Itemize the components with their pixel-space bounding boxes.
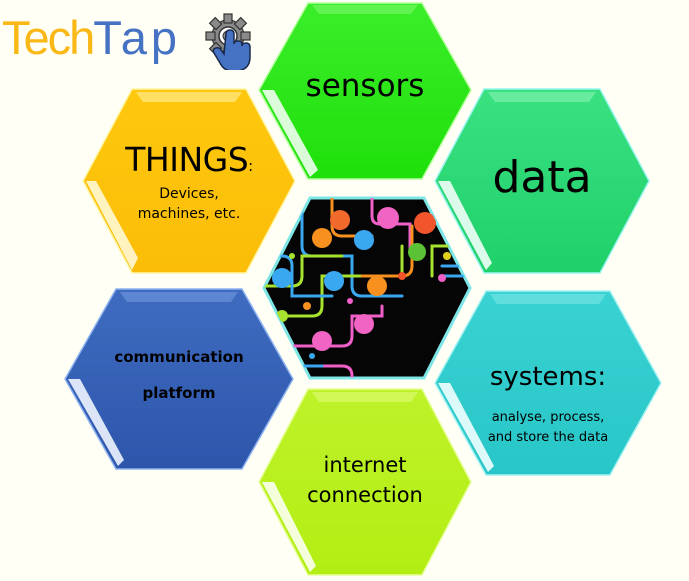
hexagon-center-image bbox=[262, 196, 472, 380]
hexagon-communication: communication platform bbox=[64, 288, 294, 470]
systems-subtitle-2: and store the data bbox=[487, 430, 609, 445]
things-subtitle-2: machines, etc. bbox=[137, 206, 241, 222]
network-icons-illustration bbox=[262, 196, 472, 380]
hexagon-things-shape bbox=[82, 88, 296, 274]
things-colon: : bbox=[248, 157, 253, 175]
hexagon-sensors: sensors bbox=[258, 2, 472, 180]
communication-line2: platform bbox=[142, 384, 216, 402]
systems-title: systems: bbox=[489, 362, 607, 392]
logo-tech-text: Tech bbox=[2, 11, 95, 64]
sensors-title: sensors bbox=[305, 68, 425, 104]
hexagon-systems: systems: analyse, process, and store the… bbox=[434, 290, 662, 476]
logo-tap-text: Tap bbox=[93, 11, 182, 64]
hexagon-internet: internet connection bbox=[258, 388, 472, 576]
internet-line1: internet bbox=[323, 453, 407, 477]
things-title: THINGS: bbox=[82, 140, 296, 186]
hexagon-systems-shape bbox=[434, 290, 662, 476]
hexagon-data-shape bbox=[434, 88, 650, 274]
things-subtitle-1: Devices, bbox=[159, 186, 219, 202]
hexagon-data: data bbox=[434, 88, 650, 274]
techtap-logo: Tech Tap bbox=[2, 8, 251, 70]
gear-hand-pointer-icon bbox=[205, 13, 251, 70]
communication-line1: communication bbox=[114, 348, 244, 366]
hexagon-sensors-shape bbox=[258, 2, 472, 180]
things-title-text: THINGS bbox=[125, 140, 249, 179]
hexagon-things: THINGS: Devices, machines, etc. bbox=[82, 88, 296, 274]
data-title: data bbox=[492, 152, 592, 203]
hexagon-communication-shape bbox=[64, 288, 294, 470]
internet-line2: connection bbox=[307, 483, 423, 507]
hexagon-internet-shape bbox=[258, 388, 472, 576]
systems-subtitle-1: analyse, process, bbox=[491, 410, 605, 425]
